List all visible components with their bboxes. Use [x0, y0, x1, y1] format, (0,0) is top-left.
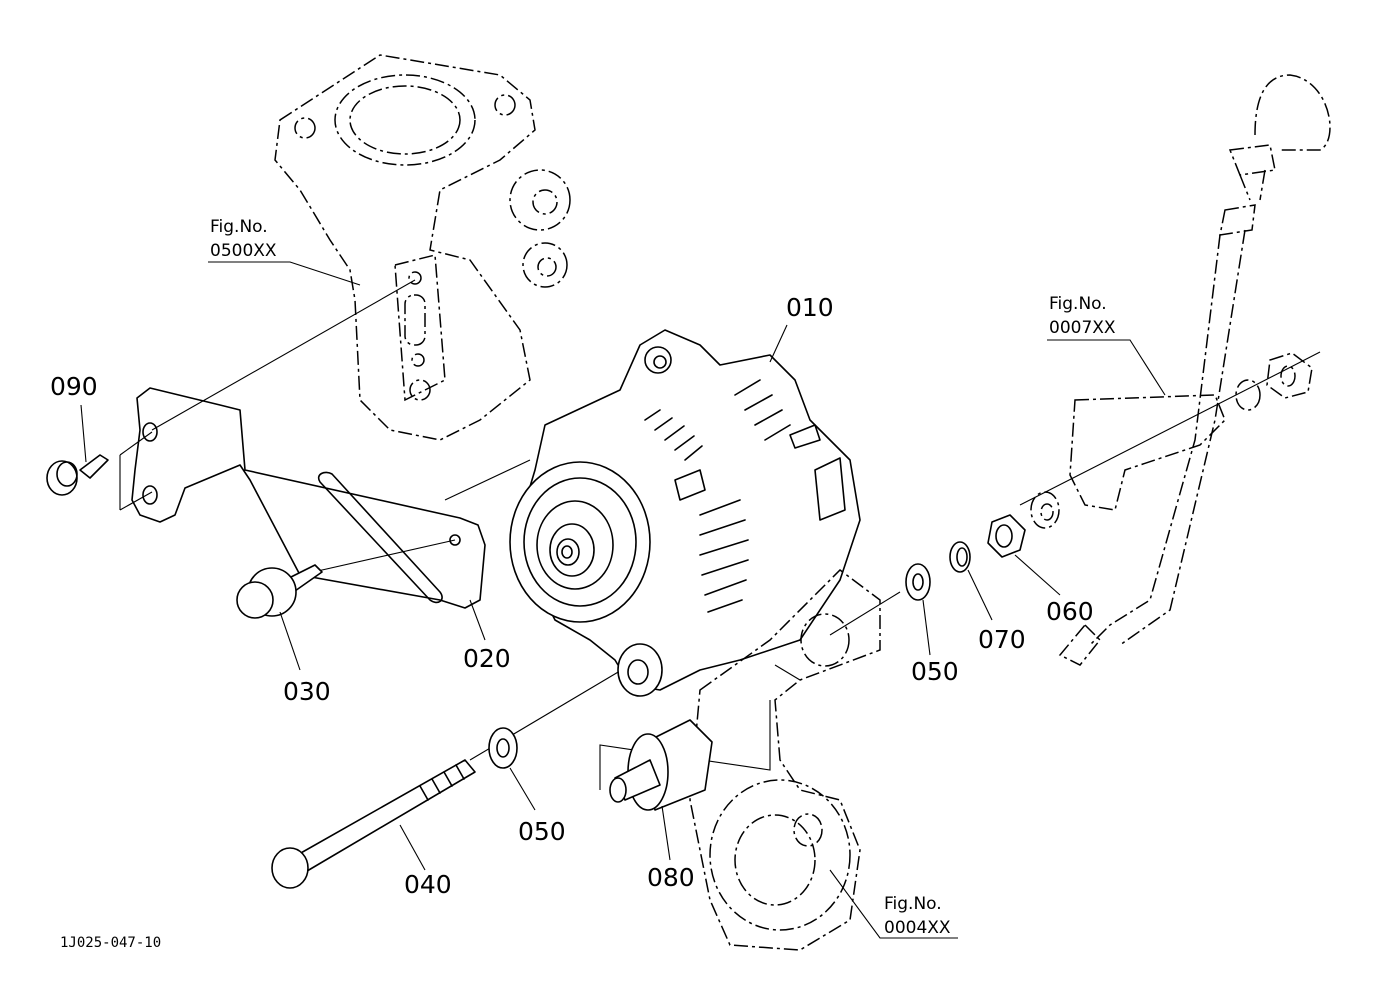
cooling-slots — [644, 379, 791, 613]
figure-reference-0500xx: Fig.No. 0500XX — [210, 217, 277, 261]
lock-washer-070 — [949, 541, 971, 573]
part-label-090: 090 — [50, 372, 98, 401]
fig-ref-number: 0007XX — [1049, 318, 1116, 338]
nut-060 — [987, 514, 1026, 558]
washer-050-lower — [488, 727, 518, 769]
part-label-030: 030 — [283, 677, 331, 706]
alignment-lines — [119, 279, 1321, 761]
figure-reference-0004xx: Fig.No. 0004XX — [884, 894, 951, 938]
gear-case-mount — [599, 569, 881, 951]
part-label-070: 070 — [978, 625, 1026, 654]
bolt-030 — [236, 564, 323, 619]
leader-lines — [80, 261, 1166, 939]
oil-pipe-assembly — [1058, 74, 1331, 666]
fig-ref-number: 0004XX — [884, 918, 951, 938]
part-labels: 010 020 030 040 050 050 060 070 080 090 — [50, 293, 1094, 899]
alternator — [509, 329, 861, 697]
part-label-040: 040 — [404, 870, 452, 899]
figure-reference-0007xx: Fig.No. 0007XX — [1049, 294, 1116, 338]
part-label-010: 010 — [786, 293, 834, 322]
washer-050-upper — [905, 563, 931, 601]
fig-ref-title: Fig.No. — [884, 894, 942, 914]
part-label-060: 060 — [1046, 597, 1094, 626]
fig-ref-number: 0500XX — [210, 241, 277, 261]
bolt-040 — [271, 759, 476, 889]
drawing-code: 1J025-047-10 — [60, 935, 161, 951]
bushing-080 — [609, 719, 713, 811]
part-label-050-lower: 050 — [518, 817, 566, 846]
fig-ref-title: Fig.No. — [210, 217, 268, 237]
bolt-090 — [46, 454, 109, 496]
part-label-080: 080 — [647, 863, 695, 892]
water-flange-housing — [274, 54, 571, 441]
part-label-020: 020 — [463, 644, 511, 673]
washer-dashed — [1030, 491, 1060, 529]
part-label-050-upper: 050 — [911, 657, 959, 686]
fig-ref-title: Fig.No. — [1049, 294, 1107, 314]
